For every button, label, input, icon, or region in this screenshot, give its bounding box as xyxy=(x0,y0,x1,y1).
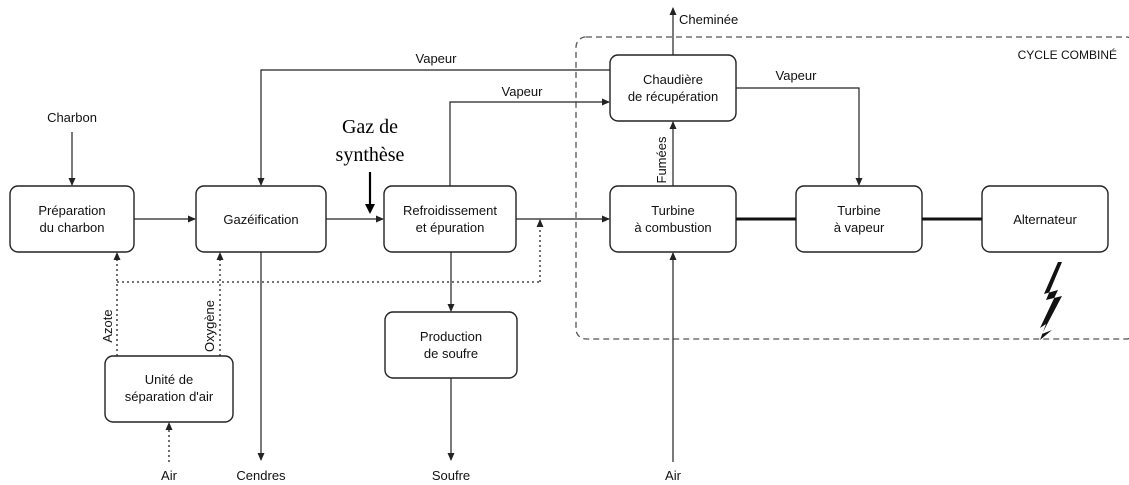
air-left-label: Air xyxy=(161,468,178,483)
cheminee-label: Cheminée xyxy=(679,12,738,27)
unite-air-label-2: séparation d'air xyxy=(125,389,214,404)
refroidissement-label-2: et épuration xyxy=(416,220,485,235)
gazeification-label: Gazéification xyxy=(223,212,298,227)
chaudiere-label-1: Chaudière xyxy=(643,72,703,87)
vapeur-top-label: Vapeur xyxy=(416,51,458,66)
refroidissement-box xyxy=(383,185,517,253)
preparation-label-1: Préparation xyxy=(38,203,105,218)
chaudiere-recuperation-box xyxy=(609,54,737,122)
turbine-vapeur-label-2: à vapeur xyxy=(834,220,885,235)
gaz-synthese-label-2: synthèse xyxy=(336,144,405,166)
production-soufre-box xyxy=(384,311,518,379)
turbine-vapeur-box xyxy=(795,185,923,253)
vapeur-mid-label: Vapeur xyxy=(502,84,544,99)
preparation-label-2: du charbon xyxy=(39,220,104,235)
fumees-label: Fumées xyxy=(654,136,669,183)
vapeur-right-label: Vapeur xyxy=(776,68,818,83)
turbine-combustion-box xyxy=(609,185,737,253)
turbine-combustion-label-1: Turbine xyxy=(651,203,695,218)
unite-air-label-1: Unité de xyxy=(145,372,193,387)
cycle-combine-label: CYCLE COMBINÉ xyxy=(1018,47,1117,62)
production-soufre-label-1: Production xyxy=(420,329,482,344)
lightning-bolt-icon xyxy=(1040,262,1062,340)
preparation-charbon-box xyxy=(9,185,135,253)
turbine-vapeur-label-1: Turbine xyxy=(837,203,881,218)
arrow-vapeur-to-chaudiere xyxy=(449,98,610,186)
arrow-vapeur-to-gazeif xyxy=(257,69,610,186)
alternateur-label: Alternateur xyxy=(1013,212,1077,227)
air-right-label: Air xyxy=(665,468,682,483)
chaudiere-label-2: de récupération xyxy=(628,89,718,104)
turbine-combustion-label-2: à combustion xyxy=(634,220,711,235)
charbon-label: Charbon xyxy=(47,110,97,125)
gaz-synthese-label-1: Gaz de xyxy=(342,116,398,138)
refroidissement-label-1: Refroidissement xyxy=(403,203,497,218)
oxygene-label: Oxygène xyxy=(202,300,217,352)
azote-label: Azote xyxy=(100,309,115,342)
production-soufre-label-2: de soufre xyxy=(424,346,478,361)
cycle-combine-region xyxy=(575,36,1129,340)
arrow-vapeur-to-turbine-vapeur xyxy=(736,87,863,186)
cendres-label: Cendres xyxy=(236,468,286,483)
soufre-label: Soufre xyxy=(432,468,470,483)
